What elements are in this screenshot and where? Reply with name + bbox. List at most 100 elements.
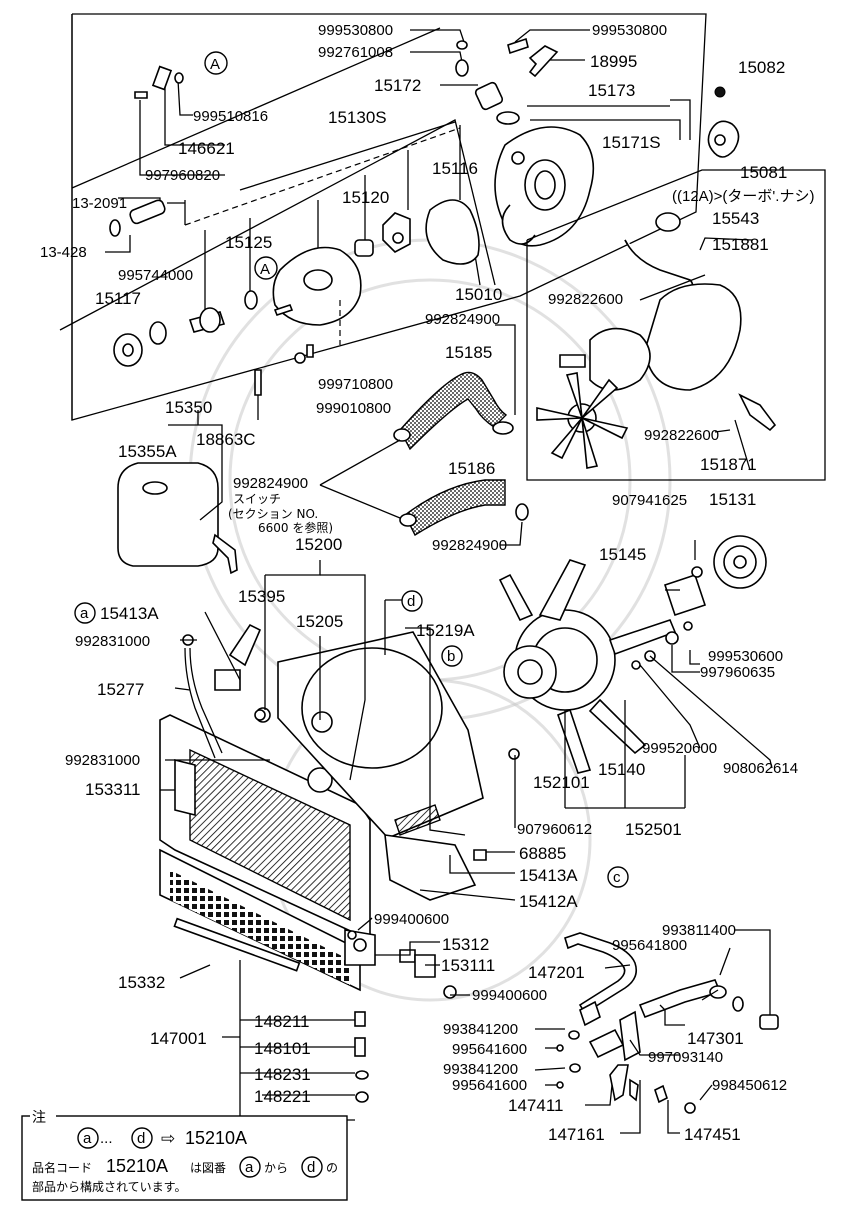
part-label: 147451 <box>684 1125 741 1144</box>
part-label: 15172 <box>374 76 421 95</box>
part-label: 995641600 <box>452 1041 527 1058</box>
part-label: 13-2091 <box>72 195 127 212</box>
radiator-assembly <box>159 623 520 999</box>
part-label: 999010800 <box>316 400 391 417</box>
part-label: 999710800 <box>318 376 393 393</box>
part-label: 908062614 <box>723 760 798 777</box>
part-label: 15355A <box>118 442 177 461</box>
part-label: 148231 <box>254 1065 311 1084</box>
callout-c: c <box>613 869 621 886</box>
part-label: 997960635 <box>700 664 775 681</box>
part-label: 15412A <box>519 892 578 911</box>
radiator-hoses <box>319 324 529 546</box>
part-label: 15120 <box>342 188 389 207</box>
part-label: 907960612 <box>517 821 592 838</box>
part-label: 995641800 <box>612 937 687 954</box>
water-pump-group <box>59 13 707 421</box>
note-line2-prefix: 品名コード <box>32 1160 92 1175</box>
part-label: 15350 <box>165 398 212 417</box>
part-label: 995744000 <box>118 267 193 284</box>
note-line3: 部品から構成されています。 <box>32 1179 186 1194</box>
part-label: 15200 <box>295 535 342 554</box>
reserve-tank <box>117 369 262 575</box>
callout-a: a <box>80 605 89 622</box>
part-label: 68885 <box>519 844 566 863</box>
part-label: 999520600 <box>642 740 717 757</box>
note-line2-code: 15210A <box>106 1156 168 1176</box>
oil-cooler-lines <box>534 929 779 1134</box>
part-label: 18995 <box>590 52 637 71</box>
note-range-dots: ... <box>100 1130 113 1147</box>
note-range-to: d <box>137 1130 145 1147</box>
part-label: 999530800 <box>592 22 667 39</box>
part-label: 15543 <box>712 209 759 228</box>
switch-note: スイッチ <box>233 492 281 506</box>
part-label: 13-428 <box>40 244 87 261</box>
part-label: 147411 <box>508 1096 563 1115</box>
part-label: 152501 <box>625 820 682 839</box>
part-label: 992761008 <box>318 44 393 61</box>
part-label: 151881 <box>712 235 769 254</box>
note-title: 注 <box>32 1110 46 1126</box>
part-label: 147201 <box>528 963 585 982</box>
part-label: 992831000 <box>75 633 150 650</box>
part-label: 992822600 <box>644 427 719 444</box>
part-label: 15116 <box>432 159 478 178</box>
part-label: 153111 <box>441 956 495 975</box>
part-label: 15205 <box>296 612 343 631</box>
part-label: ((12A)>(ターボ'.ナシ) <box>672 188 814 205</box>
part-label: 992831000 <box>65 752 140 769</box>
part-label: 992824900 <box>233 475 308 492</box>
part-label: 15332 <box>118 973 165 992</box>
part-label: 147001 <box>150 1029 207 1048</box>
part-number-labels: 999530800 999530800 992761008 18995 1508… <box>40 22 814 1144</box>
engine-fan-inset <box>526 169 826 481</box>
part-label: 15219A <box>416 621 475 640</box>
callout-A-pump: A <box>260 261 270 278</box>
part-label: 15413A <box>519 866 578 885</box>
part-label: 15312 <box>442 935 489 954</box>
note-arrow: ⇨ <box>161 1129 175 1148</box>
part-label: 147161 <box>548 1125 605 1144</box>
part-label: 15145 <box>599 545 646 564</box>
part-label: 15125 <box>225 233 272 252</box>
thermostat-housing <box>134 37 740 247</box>
part-label: 998450612 <box>712 1077 787 1094</box>
part-label: 15277 <box>97 680 144 699</box>
part-label: 15010 <box>455 285 502 304</box>
callout-A-top: A <box>210 56 220 73</box>
callout-markers: A A a b c d <box>74 51 629 888</box>
part-label: 15082 <box>738 58 785 77</box>
callout-d: d <box>407 593 415 610</box>
part-label: 993811400 <box>662 922 736 939</box>
note-box: 注 a ... d ⇨ 15210A 品名コード 15210A は図番 a から… <box>21 1108 348 1201</box>
note-target: 15210A <box>185 1128 247 1148</box>
part-label: 146621 <box>178 139 235 158</box>
switch-note: (セクション NO. <box>228 507 318 521</box>
part-label: 148101 <box>254 1039 311 1058</box>
part-label: 992824900 <box>432 537 507 554</box>
part-label: 148211 <box>254 1012 309 1031</box>
note-range-from: a <box>83 1130 92 1147</box>
part-label: 992824900 <box>425 311 500 328</box>
part-label: 999530800 <box>318 22 393 39</box>
part-label: 15171S <box>602 133 661 152</box>
note-line2-suffix: の <box>326 1161 338 1175</box>
part-label: 152101 <box>533 773 590 792</box>
part-label: 15413A <box>100 604 159 623</box>
part-label: 15395 <box>238 587 285 606</box>
note-line2-to: d <box>307 1159 315 1176</box>
part-label: 997960820 <box>145 167 220 184</box>
part-label: 995641600 <box>452 1077 527 1094</box>
part-label: 15081 <box>740 163 787 182</box>
part-label: 992822600 <box>548 291 623 308</box>
cooling-fan-and-clutch <box>498 535 773 809</box>
note-line2-mid: は図番 <box>190 1161 226 1175</box>
part-label: 999530600 <box>708 648 783 665</box>
part-label: 18863C <box>196 430 256 449</box>
part-label: 15117 <box>95 289 141 308</box>
part-label: 15173 <box>588 81 635 100</box>
part-label: 151871 <box>700 455 757 474</box>
part-label: 993841200 <box>443 1021 518 1038</box>
water-pump-body <box>109 199 480 367</box>
